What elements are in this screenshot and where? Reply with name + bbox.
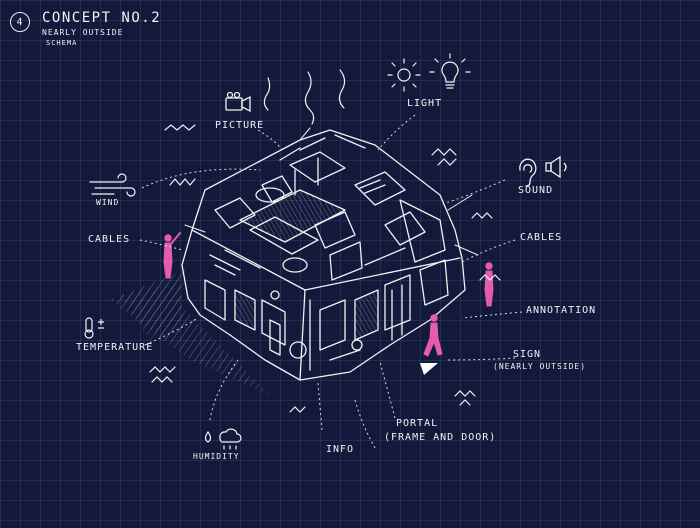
figure-right bbox=[484, 262, 494, 307]
camera-icon bbox=[225, 91, 251, 113]
atmosphere-squiggles bbox=[149, 69, 501, 413]
wind-icon bbox=[89, 173, 136, 197]
human-figures bbox=[163, 232, 494, 357]
label-sound: SOUND bbox=[518, 185, 554, 196]
label-cables-right: CABLES bbox=[520, 232, 563, 243]
figure-left bbox=[163, 232, 181, 279]
sign-marker bbox=[420, 363, 438, 375]
leader-lines bbox=[139, 114, 523, 449]
page-title: CONCEPT NO.2 bbox=[42, 10, 162, 26]
label-cables-left: CABLES bbox=[88, 234, 131, 245]
sun-icon bbox=[387, 58, 421, 92]
page-subtitle: NEARLY OUTSIDE bbox=[42, 28, 124, 37]
lightbulb-icon bbox=[429, 53, 471, 89]
label-info: INFO bbox=[326, 444, 355, 455]
label-temperature: TEMPERATURE bbox=[76, 342, 154, 353]
ground-shadow bbox=[110, 270, 270, 395]
label-portal: PORTAL bbox=[396, 418, 439, 429]
figure-walking bbox=[423, 314, 443, 357]
label-sign: SIGN bbox=[513, 349, 542, 360]
label-annotation: ANNOTATION bbox=[526, 305, 597, 316]
label-sign-sub: (NEARLY OUTSIDE) bbox=[493, 362, 587, 371]
thermometer-icon bbox=[84, 317, 104, 339]
isometric-building-block bbox=[181, 127, 479, 381]
label-light: LIGHT bbox=[407, 98, 443, 109]
speaker-icon bbox=[545, 155, 567, 179]
humidity-icon bbox=[204, 428, 242, 450]
label-picture: PICTURE bbox=[215, 120, 265, 131]
label-wind: WIND bbox=[96, 198, 120, 207]
label-portal-sub: (FRAME AND DOOR) bbox=[384, 432, 497, 443]
schema-label: SCHEMA bbox=[46, 39, 78, 47]
ear-icon bbox=[519, 158, 537, 187]
label-humidity: HUMIDITY bbox=[193, 452, 240, 461]
concept-number-badge: 4 bbox=[10, 12, 30, 32]
